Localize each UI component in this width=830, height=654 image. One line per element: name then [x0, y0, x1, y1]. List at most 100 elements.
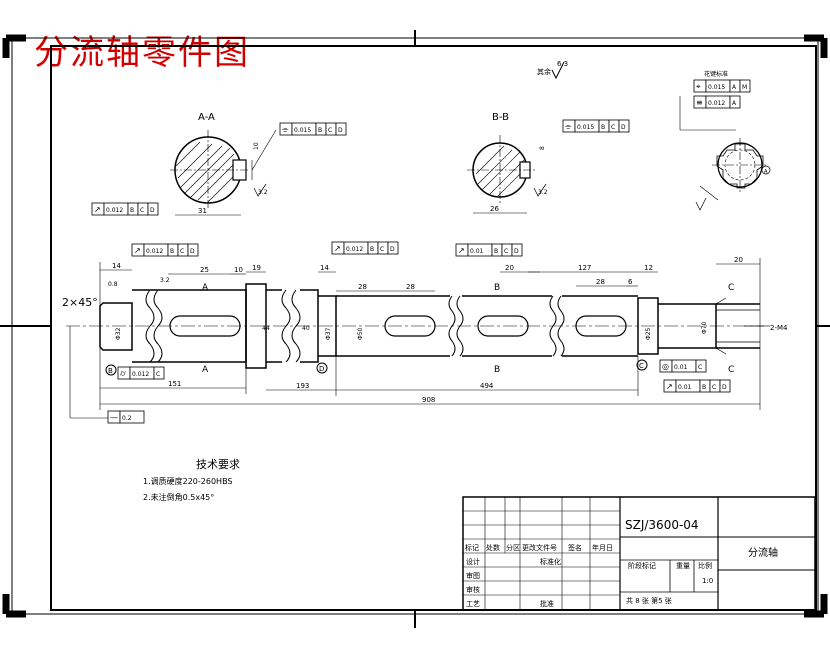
dia-37: Φ37 [325, 327, 332, 340]
aa-width-dim: 31 [198, 207, 207, 215]
dim-10: 10 [234, 266, 243, 274]
tolerance-frame: —0.2 [107, 410, 145, 424]
datum-c: C [639, 362, 644, 370]
drawing-number: SZJ/3600-04 [625, 518, 699, 532]
tb-row-review: 审核 [466, 585, 480, 594]
dia-25: Φ25 [645, 327, 652, 340]
aa-keyway-dim: 10 [253, 142, 260, 150]
tb-scale-value: 1:0 [702, 577, 713, 585]
tolerance-value: 0.012 [346, 246, 363, 253]
tolerance-datum: B [702, 384, 706, 391]
tolerance-symbol: ⌭ [120, 369, 126, 378]
tolerance-datum: D [190, 248, 195, 255]
tolerance-value: 0.012 [106, 207, 123, 214]
technical-requirements: 技术要求 1.调质硬度220-260HBS 2.未注倒角0.5x45° [143, 458, 240, 502]
tb-weight: 重量 [676, 562, 690, 570]
tolerance-datum: C [380, 246, 384, 253]
shaft-main-view [66, 283, 770, 369]
tb-header-mark: 标记 [465, 543, 479, 552]
part-name: 分流轴 [748, 546, 778, 559]
dim-494: 494 [480, 382, 494, 390]
tolerance-datum: C [611, 124, 615, 131]
tolerance-symbol: ◎ [662, 362, 669, 371]
sheet-frame [0, 30, 830, 628]
bb-roughness: 3.2 [538, 189, 548, 196]
section-mark-a-bottom: A [202, 365, 209, 375]
dimension-lines [69, 258, 761, 419]
tolerance-datum: D [390, 246, 395, 253]
title-block [462, 496, 816, 611]
dia-70: Φ70 [701, 321, 708, 334]
tb-scale: 比例 [698, 561, 712, 570]
dim-12: 12 [644, 264, 653, 272]
tolerance-symbol: ⌖ [696, 82, 701, 91]
spline-label: 花键标准 [704, 70, 728, 78]
thread-label: 2-M4 [770, 324, 788, 332]
tolerance-datum: M [742, 84, 747, 91]
tech-req-item-2: 2.未注倒角0.5x45° [143, 492, 214, 502]
section-view-aa: A-A 31 10 3.2 [170, 112, 277, 216]
svg-text:A: A [764, 169, 768, 175]
dia-44: 44 [262, 325, 270, 332]
tolerance-symbol: ↗ [94, 205, 101, 214]
title-block-text: SZJ/3600-04 分流轴 标记 处数 分区 更改文件号 签名 年月日 设计… [465, 518, 778, 608]
tb-header-sign: 签名 [568, 543, 582, 552]
tolerance-datum: C [328, 127, 332, 134]
tb-approve: 批准 [540, 599, 554, 608]
general-roughness: 其余 6.3 [537, 60, 568, 80]
tolerance-datum: C [180, 248, 184, 255]
drawing-title: 分流轴零件图 [34, 33, 250, 73]
roughness-value: 6.3 [557, 60, 568, 68]
tb-row-check: 审图 [466, 571, 480, 580]
tolerance-datum: B [318, 127, 322, 134]
tolerance-symbol: ⌯ [282, 125, 289, 134]
tolerance-datum: D [722, 384, 727, 391]
dia-32: Φ32 [115, 327, 122, 340]
dim-25: 25 [200, 266, 209, 274]
roughness-32: 3.2 [160, 277, 170, 284]
dim-19: 19 [252, 264, 261, 272]
dim-908: 908 [422, 396, 435, 404]
tolerance-symbol: ↗ [134, 246, 141, 255]
dim-28-b: 28 [406, 283, 415, 291]
tolerance-value: 0.012 [132, 371, 149, 378]
tolerance-symbol: ↗ [666, 382, 673, 391]
section-mark-c-bottom: C [728, 365, 734, 375]
section-bb-label: B-B [492, 112, 509, 123]
tolerance-value: 0.012 [708, 100, 725, 107]
tolerance-value: 0.015 [708, 84, 725, 91]
chamfer-label: 2×45° [62, 296, 98, 309]
tolerance-datum: B [170, 248, 174, 255]
tolerance-symbol: ↗ [458, 246, 465, 255]
roughness-label: 其余 [537, 67, 551, 76]
dim-20-right: 20 [734, 256, 743, 264]
tb-header-change: 更改文件号 [522, 543, 557, 552]
tb-row-process: 工艺 [466, 600, 480, 608]
datum-b: B [108, 367, 113, 375]
dim-151: 151 [168, 380, 181, 388]
dim-28-c: 28 [596, 278, 605, 286]
tolerance-symbol: — [110, 413, 118, 422]
dia-50: Φ50 [357, 327, 364, 340]
tolerance-value: 0.015 [294, 127, 311, 134]
dim-28-a: 28 [358, 283, 367, 291]
tech-req-heading: 技术要求 [196, 458, 240, 471]
bb-width-dim: 26 [490, 205, 499, 213]
tolerance-datum: D [338, 127, 343, 134]
tolerance-datum: D [621, 124, 626, 131]
dim-6: 6 [628, 278, 633, 286]
tb-header-date: 年月日 [592, 543, 613, 552]
tolerance-datum: B [494, 248, 498, 255]
section-view-bb: B-B 26 8 3.2 [467, 112, 548, 214]
